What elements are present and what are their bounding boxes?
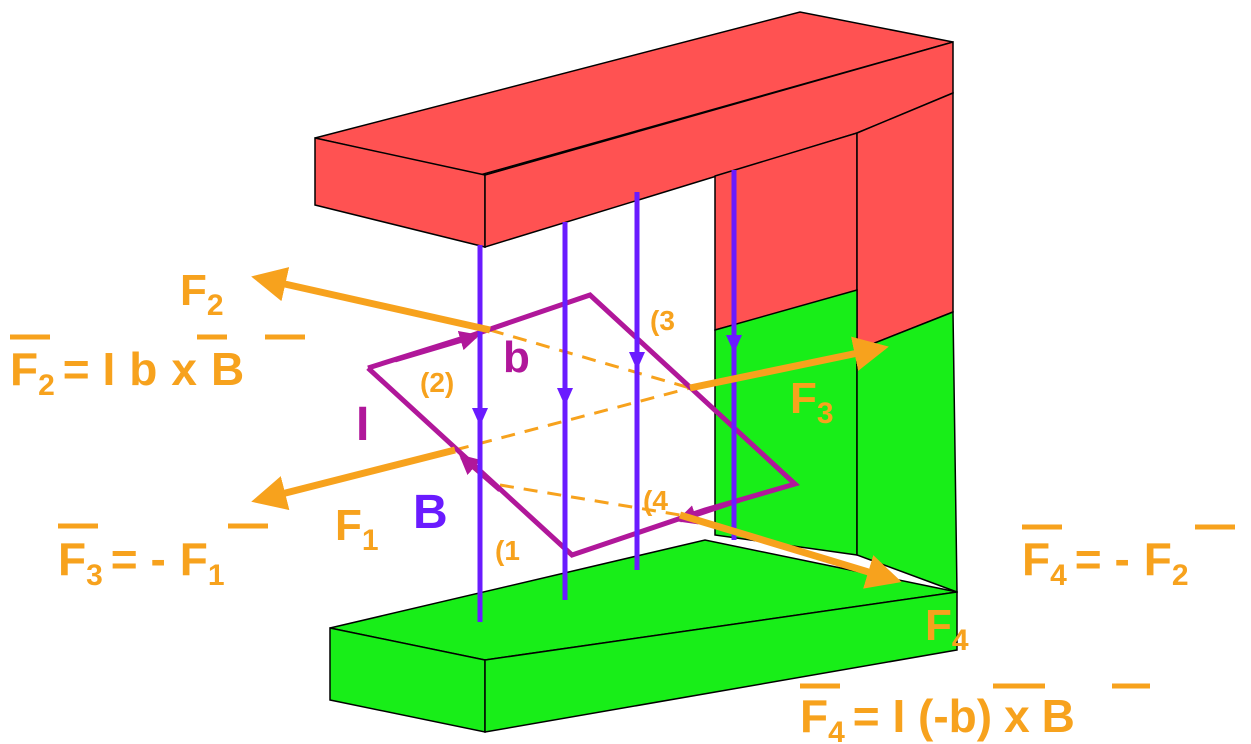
magnet-bottom-long-face	[484, 591, 958, 733]
label-f4: F4	[925, 601, 969, 657]
label-side-3: (3	[650, 305, 675, 336]
svg-text:F4= -F2: F4= -F2	[1022, 533, 1189, 592]
force-f1-arrow	[251, 446, 456, 511]
label-f1: F1	[335, 501, 379, 557]
equation-f3: F3= -F1	[58, 523, 268, 592]
svg-text:F3= -F1: F3= -F1	[58, 533, 225, 592]
loop-arrow-side2	[394, 330, 480, 363]
force-f2-arrow	[251, 267, 491, 334]
force-f4-arrow	[678, 511, 902, 589]
magnet-north-pole	[314, 11, 954, 352]
dashed-guides	[454, 328, 691, 517]
label-side-4: (4	[643, 485, 668, 516]
magnet-upright-side	[856, 91, 954, 352]
field-arrowheads	[472, 335, 742, 426]
magnet-south-pole	[329, 289, 958, 733]
force-f3-arrow	[689, 336, 889, 392]
label-f3: F3	[790, 374, 834, 430]
svg-text:F4= I (-b)xB: F4= I (-b)xB	[800, 690, 1075, 744]
label-field: B	[413, 486, 448, 539]
label-side-2: (2)	[420, 367, 454, 398]
label-current: I	[356, 398, 369, 451]
field-lines	[477, 170, 737, 622]
label-side-1: (1	[495, 535, 520, 566]
equation-f4-a: F4= -F2	[1022, 524, 1235, 592]
force-arrows	[251, 267, 902, 589]
label-f2: F2	[180, 266, 224, 322]
magnet-upright-lower-side	[856, 310, 958, 594]
label-side-b: b	[503, 333, 530, 382]
